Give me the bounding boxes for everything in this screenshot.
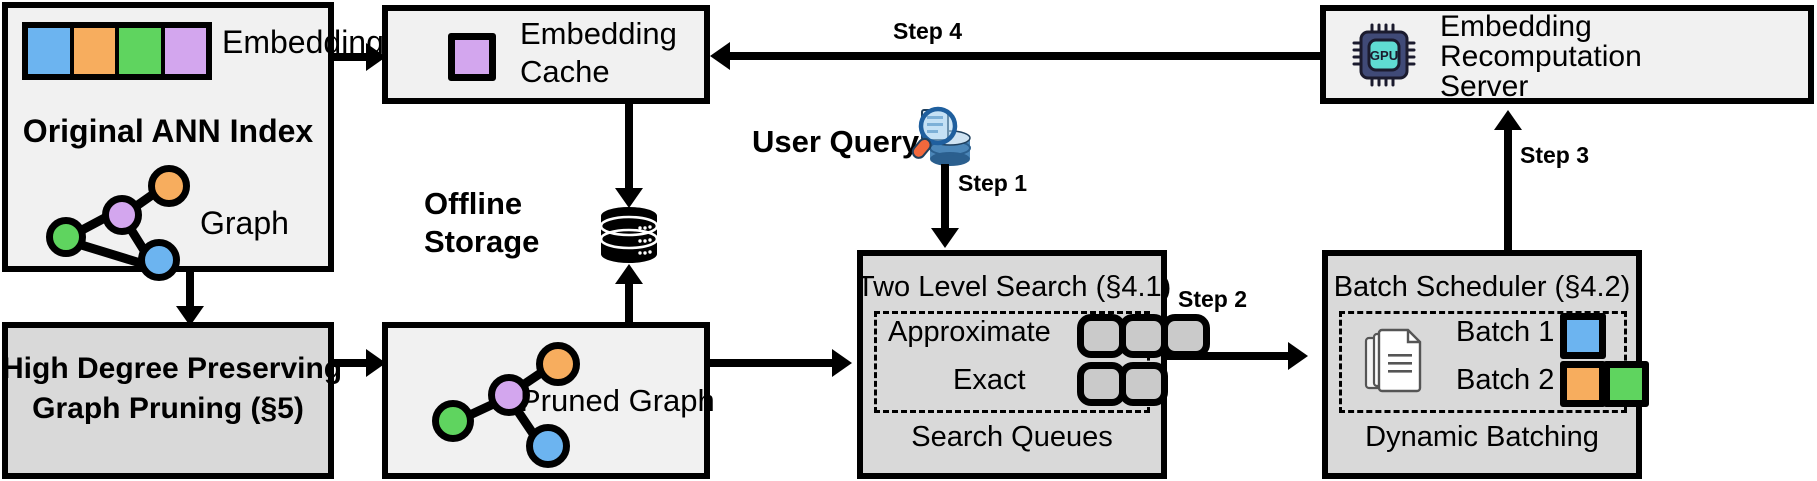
two-level-search-title: Two Level Search (§4.1): [857, 271, 1172, 303]
original-ann-index-title: Original ANN Index: [22, 113, 314, 149]
step1-arrow-head: [931, 228, 959, 248]
arrow-pruned-to-storage-line: [625, 282, 633, 322]
step3-label: Step 3: [1520, 142, 1590, 168]
documents-icon: [1364, 328, 1426, 396]
batch-scheduler-title: Batch Scheduler (§4.2): [1333, 271, 1631, 303]
batch-2-label: Batch 2: [1456, 364, 1555, 396]
step2-arrow-head: [1288, 342, 1308, 370]
arrow-pruned-to-storage-head: [615, 264, 643, 284]
batch-2-chip-orange: [1560, 361, 1606, 407]
search-document-database-icon: [900, 104, 974, 170]
recomputation-server-line1: Embedding: [1440, 10, 1592, 43]
exact-queue-slot[interactable]: [1119, 362, 1168, 406]
step3-arrow-head: [1494, 110, 1522, 130]
graph-node-purple: [102, 195, 142, 235]
embedding-cache-chip: [448, 33, 496, 81]
batch-1-label: Batch 1: [1456, 316, 1555, 348]
recomputation-server-line2: Recomputation: [1440, 40, 1642, 73]
batch-1-chip-blue: [1560, 313, 1606, 359]
graph-node-orange: [536, 342, 580, 386]
embedding-cache-line1: Embedding: [520, 16, 677, 51]
step4-arrow-head: [710, 42, 730, 70]
embedding-cache-box: [382, 5, 710, 104]
arrow-index-to-cache-head: [366, 43, 386, 71]
step2-arrow-line: [1167, 352, 1291, 360]
arrow-ann-to-pruning-line: [186, 272, 194, 308]
embedding-cell-2: [119, 28, 161, 74]
exact-row-label: Exact: [953, 364, 1026, 396]
arrow-pruned-to-search-head: [832, 349, 852, 377]
ann-index-graph: [40, 165, 190, 281]
graph-pruning-box: [2, 322, 334, 479]
search-queues-footer: Search Queues: [911, 421, 1113, 453]
graph-node-blue: [526, 424, 570, 468]
graph-node-blue: [138, 239, 180, 281]
graph-node-purple: [488, 374, 530, 416]
graph-pruning-title-line1: High Degree Preserving: [2, 352, 343, 385]
step4-arrow-line: [728, 52, 1320, 60]
graph-node-green: [46, 217, 86, 257]
embedding-cell-3: [164, 28, 206, 74]
embedding-cache-line2: Cache: [520, 54, 610, 89]
gpu-icon: GPU: [1352, 23, 1416, 87]
svg-text:GPU: GPU: [1370, 48, 1398, 63]
arrow-pruned-to-search-line: [710, 359, 834, 367]
batch-2-chip-green: [1603, 361, 1649, 407]
arrow-ann-to-pruning-head: [176, 306, 204, 326]
arrow-cache-to-storage-head: [615, 188, 643, 208]
arrow-index-to-cache-line: [334, 53, 368, 61]
database-icon: [598, 206, 660, 264]
approximate-row-label: Approximate: [888, 316, 1051, 348]
step1-arrow-line: [941, 164, 949, 230]
graph-node-green: [432, 400, 474, 442]
step2-label: Step 2: [1178, 286, 1248, 312]
pruned-graph-illustration: [420, 340, 580, 468]
arrow-cache-to-storage-line: [625, 104, 633, 191]
arrow-pruning-to-pruned-head: [366, 349, 386, 377]
embedding-cell-0: [28, 28, 70, 74]
graph-pruning-title-line2: Graph Pruning (§5): [32, 392, 304, 425]
recomputation-server-box: [1320, 5, 1814, 104]
step3-arrow-line: [1504, 128, 1512, 250]
dynamic-batching-footer: Dynamic Batching: [1365, 421, 1599, 453]
graph-node-orange: [148, 165, 190, 207]
step1-label: Step 1: [958, 170, 1028, 196]
offline-storage-line2: Storage: [424, 224, 540, 259]
embedding-strip: [22, 22, 212, 80]
offline-storage-line1: Offline: [424, 186, 523, 221]
arrow-pruning-to-pruned-line: [334, 359, 368, 367]
graph-label: Graph: [200, 205, 289, 241]
recomputation-server-line3: Server: [1440, 70, 1529, 103]
step4-label: Step 4: [893, 18, 963, 44]
pruned-graph-label: Pruned Graph: [520, 383, 715, 418]
embedding-cell-1: [73, 28, 115, 74]
user-query-label: User Query: [752, 124, 920, 159]
